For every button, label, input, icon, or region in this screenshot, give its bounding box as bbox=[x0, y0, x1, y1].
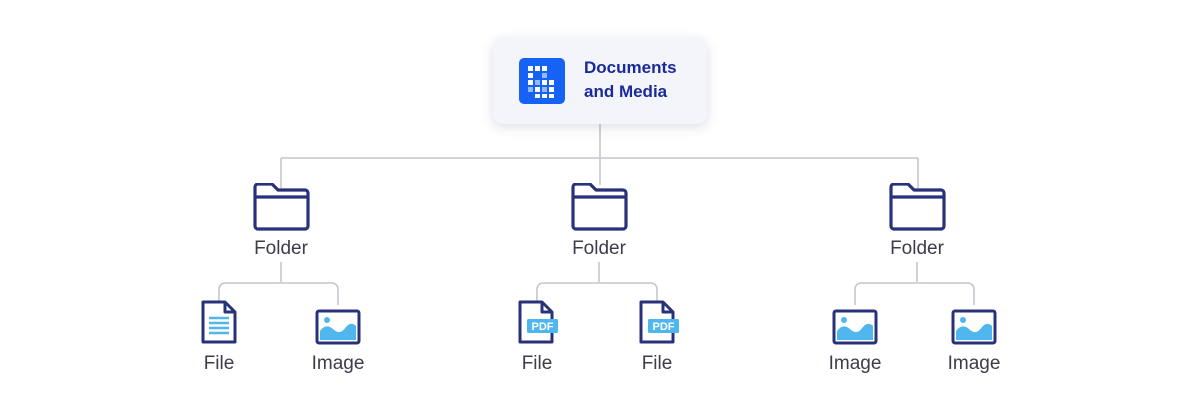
pdf-badge: PDF bbox=[532, 321, 554, 333]
pdf-file-icon[interactable]: PDF bbox=[638, 299, 680, 345]
child-label: Image bbox=[947, 353, 1001, 374]
folder-icon[interactable] bbox=[889, 183, 947, 231]
child-label: Image bbox=[828, 353, 882, 374]
root-title-line2: and Media bbox=[584, 82, 668, 101]
image-icon[interactable] bbox=[951, 309, 997, 345]
pdf-file-icon[interactable]: PDF bbox=[517, 299, 559, 345]
child-label: File bbox=[641, 353, 673, 374]
documents-and-media-logo-icon bbox=[519, 58, 565, 104]
root-title: Documents and Media bbox=[584, 56, 704, 104]
folder-icon[interactable] bbox=[253, 183, 311, 231]
child-label: File bbox=[203, 353, 235, 374]
child-label: Image bbox=[311, 353, 365, 374]
root-title-line1: Documents bbox=[584, 58, 677, 77]
root-node-documents-and-media[interactable]: Documents and Media bbox=[493, 38, 707, 124]
folder-label: Folder bbox=[890, 238, 944, 259]
folder-label: Folder bbox=[254, 238, 308, 259]
folder-label: Folder bbox=[572, 238, 626, 259]
image-icon[interactable] bbox=[832, 309, 878, 345]
pdf-badge: PDF bbox=[653, 321, 675, 333]
image-icon[interactable] bbox=[315, 309, 361, 345]
folder-icon[interactable] bbox=[571, 183, 629, 231]
child-label: File bbox=[521, 353, 553, 374]
text-file-icon[interactable] bbox=[200, 299, 238, 345]
